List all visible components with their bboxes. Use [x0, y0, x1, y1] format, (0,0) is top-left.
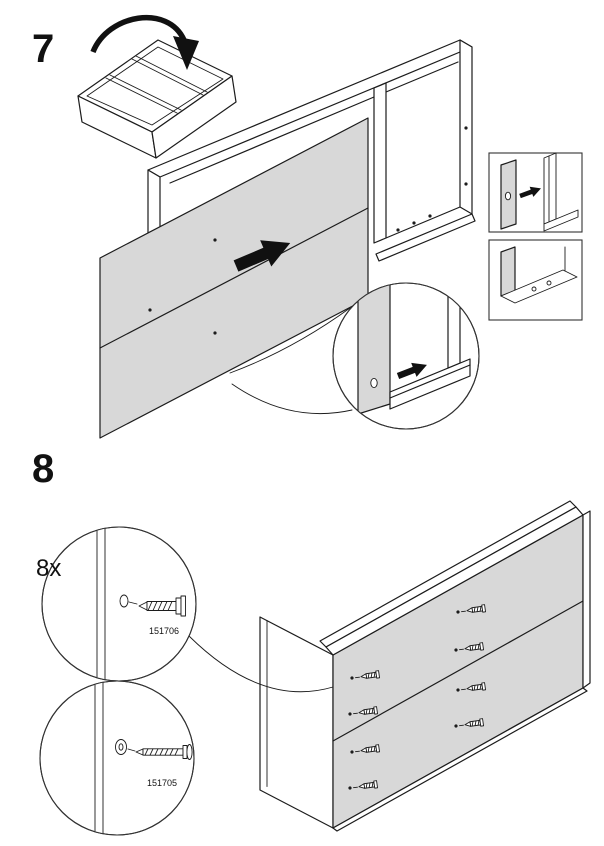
step-8-number: 8 — [32, 447, 54, 491]
cabinet-side-panel — [259, 616, 334, 829]
hardware-detail-top: 151706 8x — [36, 526, 197, 682]
frame-groove-detail — [543, 152, 557, 225]
pilot-hole — [148, 308, 152, 312]
screw-icon — [135, 744, 193, 760]
cabinet-frame — [147, 39, 476, 262]
flip-rotation-arrowhead-icon — [173, 36, 199, 70]
hardware-detail-top-content — [96, 527, 186, 681]
screw-hole — [546, 280, 552, 286]
part-number-label: 151705 — [147, 778, 177, 788]
groove-detail-callout — [229, 282, 480, 430]
callout-leader-line — [229, 307, 351, 374]
pilot-hole — [412, 221, 416, 225]
groove-detail-content — [357, 283, 471, 415]
pilot-hole — [428, 214, 432, 218]
inset-box-inner-rim — [86, 46, 224, 126]
detail-inset-top — [488, 152, 583, 233]
pilot-hole — [213, 331, 217, 335]
pilot-hole — [464, 182, 468, 186]
pilot-hole — [396, 228, 400, 232]
part-number-label: 151706 — [149, 626, 179, 636]
panel-edge-magnified — [357, 283, 391, 415]
screw-icon — [138, 595, 186, 617]
panel-edge-detail — [500, 246, 516, 297]
back-panel-seam — [332, 600, 584, 742]
step-8-section: 8 — [32, 447, 591, 836]
assembled-cabinet — [259, 500, 591, 832]
hardware-detail-bottom-content — [94, 681, 193, 835]
hardware-detail-bottom: 151705 — [39, 680, 195, 836]
back-panel-sliding — [99, 117, 369, 439]
callout-leader-line — [231, 383, 353, 415]
step-7-section: 7 — [32, 14, 583, 439]
pilot-hole — [213, 238, 217, 242]
detail-connector-line — [188, 635, 334, 693]
detail-circle — [39, 680, 195, 836]
hole — [370, 377, 378, 389]
side-panel-magnified — [447, 283, 461, 369]
detail-inset-bottom — [488, 239, 583, 321]
cabinet-bottom-edge — [332, 687, 588, 832]
hole — [504, 191, 512, 201]
panel-edge-section — [94, 681, 104, 835]
pilot-hole — [464, 126, 468, 130]
inset-box-right-face — [151, 75, 237, 159]
step-7-number: 7 — [32, 27, 54, 71]
bottom-rail-detail — [500, 269, 578, 304]
screw-hole — [118, 743, 124, 751]
flip-cabinet-inset — [77, 14, 237, 159]
cabinet-bottom-panel — [375, 213, 476, 262]
flip-rotation-arrow-icon — [90, 14, 187, 54]
screw-hole — [119, 594, 129, 608]
frame-rail-detail — [543, 209, 579, 232]
panel-edge-section — [96, 527, 106, 681]
cabinet-right-edge — [582, 510, 591, 689]
hardware-quantity-label: 8x — [36, 555, 61, 582]
bottom-rail-magnified — [389, 358, 471, 410]
cabinet-left-panel — [147, 169, 161, 234]
back-panel-seam — [99, 207, 369, 349]
cabinet-divider-panel — [373, 82, 387, 244]
screw-hole — [531, 286, 537, 292]
